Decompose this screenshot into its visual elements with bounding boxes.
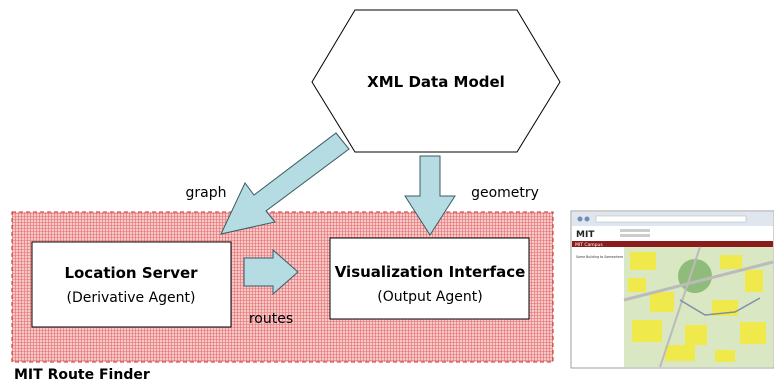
graph-label: graph — [186, 185, 227, 201]
geometry-arrow — [404, 155, 456, 236]
mit-route-finder-label: MIT Route Finder — [14, 367, 150, 383]
thumbnail-sidebar-text: Some Building to Somewhere — [576, 255, 623, 259]
location-server-subtitle: (Derivative Agent) — [67, 290, 196, 306]
visualization-interface-title: Visualization Interface — [335, 263, 526, 281]
app-screenshot-thumbnail: MIT MIT Campus Some Building to Somewher… — [570, 210, 774, 369]
thumbnail-sidebar — [572, 247, 624, 367]
svg-text:MIT: MIT — [576, 230, 595, 240]
routes-arrow — [243, 248, 299, 296]
site-header-bar — [572, 241, 773, 247]
site-header-text: MIT Campus — [575, 242, 603, 248]
graph-arrow — [220, 132, 350, 235]
xml-data-model-node: XML Data Model — [311, 9, 561, 153]
location-server-title: Location Server — [64, 264, 198, 282]
geometry-label: geometry — [471, 185, 539, 201]
routes-label: routes — [249, 311, 293, 327]
campus-map — [623, 246, 774, 368]
visualization-interface-node: Visualization Interface (Output Agent) — [329, 237, 530, 320]
visualization-interface-subtitle: (Output Agent) — [377, 289, 482, 305]
xml-data-model-title: XML Data Model — [367, 73, 505, 91]
location-server-node: Location Server (Derivative Agent) — [31, 241, 232, 328]
site-logo — [575, 228, 597, 238]
